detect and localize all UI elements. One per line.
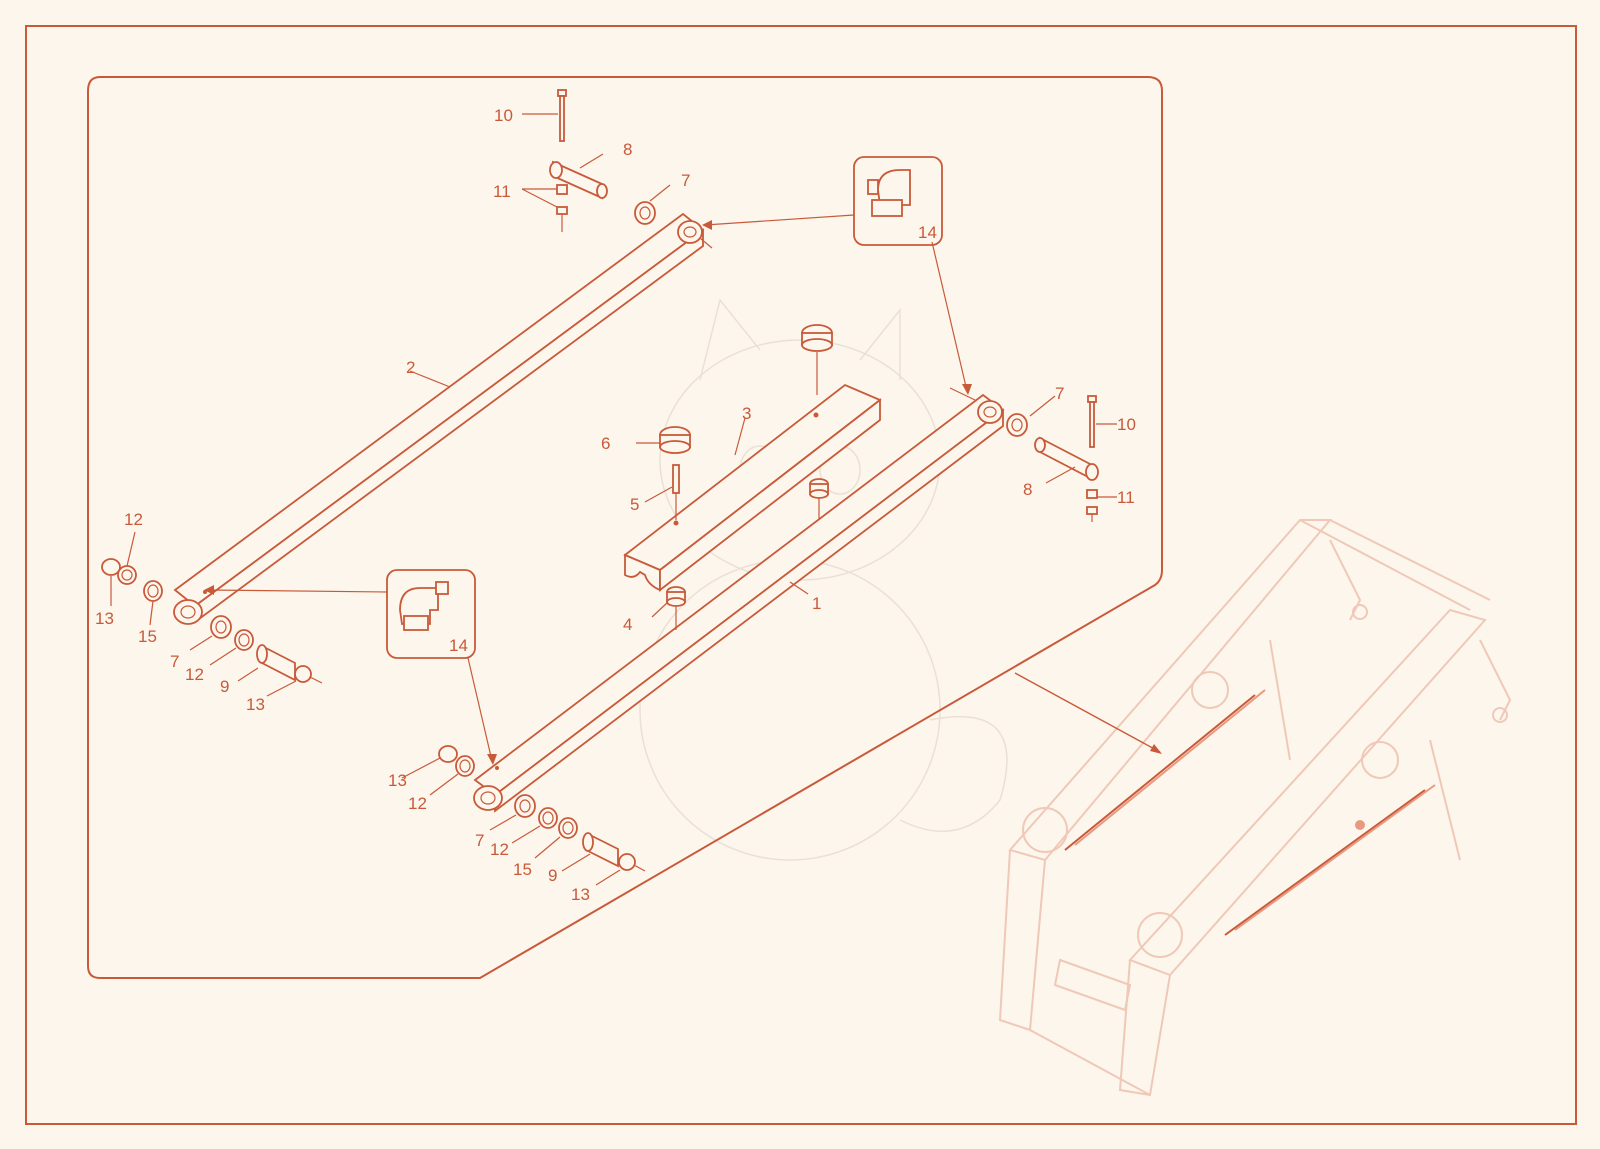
- bar1-left-hardware: [438, 745, 646, 872]
- callout-12-bar2-inner: 12: [185, 665, 204, 684]
- loader-links-highlight: [1064, 689, 1436, 936]
- callout-7-bar1: 7: [475, 831, 484, 850]
- callout-8-top: 8: [623, 140, 632, 159]
- right-pivot-hardware: [1006, 395, 1099, 522]
- link-bar-1: [473, 387, 1005, 813]
- callout-4: 4: [623, 615, 632, 634]
- panel-to-frame-arrow: [1150, 744, 1162, 754]
- bolt-5: [672, 464, 680, 520]
- channel-guard-3: [623, 383, 882, 592]
- bushing-4-upper: [809, 478, 829, 520]
- callout-12-bar2-outer: 12: [124, 510, 143, 529]
- detail-box-14-right: [853, 156, 943, 246]
- outer-frame: [25, 25, 1577, 1125]
- loader-frame-ghost: [998, 519, 1512, 1097]
- callout-2: 2: [406, 358, 415, 377]
- callout-15-bar1: 15: [513, 860, 532, 879]
- detail-box-14-left: [386, 569, 476, 659]
- callout-13-bar1-inner: 13: [571, 885, 590, 904]
- callout-13-bar2-outer: 13: [95, 609, 114, 628]
- callout-7-bar2: 7: [170, 652, 179, 671]
- callout-7-top: 7: [681, 171, 690, 190]
- callout-5: 5: [630, 495, 639, 514]
- callout-labels: 1 2 3 4 5 6 7 7 7 7 8 8 9 9 10 10 11 11 …: [95, 106, 1136, 904]
- callout-11-right: 11: [1117, 488, 1135, 507]
- callout-13-bar2-inner: 13: [246, 695, 265, 714]
- callout-6: 6: [601, 434, 610, 453]
- callout-14-right: 14: [918, 223, 937, 242]
- knob-6-upper: [801, 324, 833, 395]
- callout-12-bar1-inner: 12: [490, 840, 509, 859]
- callout-15-bar2: 15: [138, 627, 157, 646]
- callout-13-bar1-outer: 13: [388, 771, 407, 790]
- top-pivot-hardware: [549, 89, 656, 232]
- bushing-4-lower: [666, 586, 686, 630]
- arrowheads: [204, 220, 972, 765]
- callout-10-top: 10: [494, 106, 513, 125]
- knob-6-lower: [659, 426, 691, 454]
- callout-3: 3: [742, 404, 751, 423]
- detail-panel: [87, 76, 1163, 979]
- callout-9-bar2: 9: [220, 677, 229, 696]
- callout-12-bar1-outer: 12: [408, 794, 427, 813]
- callout-7-right: 7: [1055, 384, 1064, 403]
- callout-11-top: 11: [493, 182, 511, 201]
- link-bar-2: [173, 212, 713, 625]
- callout-8-right: 8: [1023, 480, 1032, 499]
- callout-9-bar1: 9: [548, 866, 557, 885]
- panel-to-frame-leader: [1014, 672, 1161, 753]
- bar2-left-hardware: [101, 558, 323, 684]
- watermark-figure: [639, 298, 1008, 861]
- leader-lines: [110, 113, 1117, 886]
- callout-10-right: 10: [1117, 415, 1136, 434]
- callout-1: 1: [812, 594, 821, 613]
- callout-14-left: 14: [449, 636, 468, 655]
